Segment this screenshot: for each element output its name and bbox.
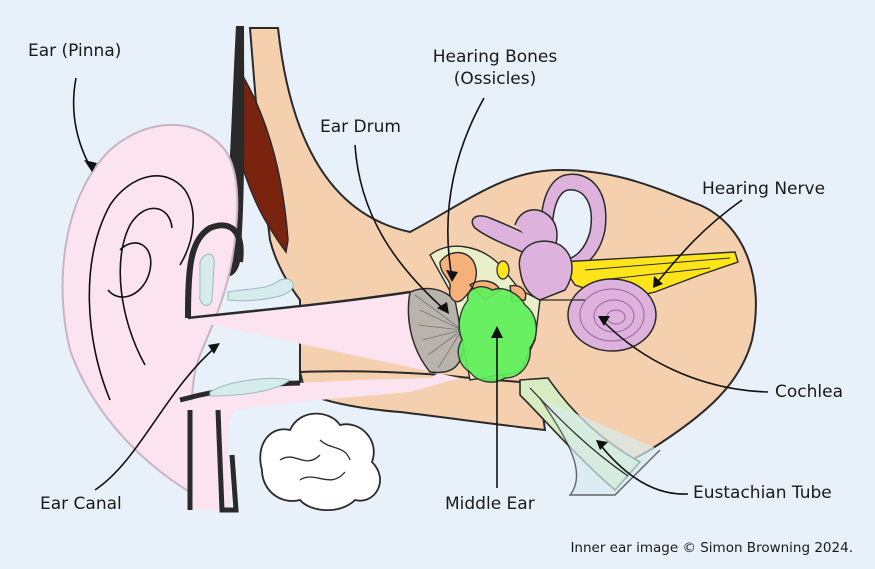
canal-upper-wall	[185, 222, 244, 319]
leader-pinna	[72, 77, 93, 171]
label-pinna: Ear (Pinna)	[28, 41, 122, 61]
canal-gland-3	[209, 378, 292, 397]
cochlea-shape	[567, 278, 657, 352]
label-cochlea: Cochlea	[775, 382, 843, 402]
pinna-fold-1	[88, 175, 194, 401]
label-eustachian-tube: Eustachian Tube	[693, 483, 832, 503]
gland-tissue-lines	[279, 439, 351, 481]
leader-ossicles	[447, 97, 485, 279]
pinna-fold-2	[119, 207, 173, 366]
oval-window	[496, 260, 510, 280]
leader-arrowheads	[84, 160, 663, 450]
eustachian-tube-line	[529, 387, 629, 477]
canal-gland-2	[227, 278, 294, 302]
leader-ear-canal	[94, 344, 219, 491]
vestibule-shape	[518, 240, 573, 301]
image-credit: Inner ear image © Simon Browning 2024.	[570, 540, 853, 556]
semicircular-canals	[471, 173, 607, 271]
leader-hearing-nerve	[654, 199, 743, 286]
label-ear-drum: Ear Drum	[320, 117, 401, 137]
leader-cochlea	[599, 317, 769, 393]
hearing-nerve-lines	[584, 257, 731, 281]
label-ossicles-line2: (Ossicles)	[453, 69, 537, 89]
canal-upper-line	[187, 290, 411, 320]
label-ear-canal: Ear Canal	[40, 494, 122, 514]
label-middle-ear: Middle Ear	[445, 494, 535, 514]
ear-drum-rays	[414, 294, 463, 369]
ear-drum-shape	[407, 287, 467, 374]
leader-ear-drum	[354, 144, 448, 313]
leader-eustachian	[597, 441, 689, 495]
canal-gland-1	[199, 253, 215, 306]
label-ossicles-line1: Hearing Bones	[432, 47, 558, 67]
ear-canal-shape	[187, 292, 460, 510]
label-hearing-nerve: Hearing Nerve	[702, 179, 826, 199]
pinna-fold-3	[107, 242, 152, 298]
temporal-bone-region	[248, 27, 757, 474]
label-ossicles: Hearing Bones (Ossicles)	[420, 46, 570, 90]
gland-tissue	[259, 412, 381, 512]
